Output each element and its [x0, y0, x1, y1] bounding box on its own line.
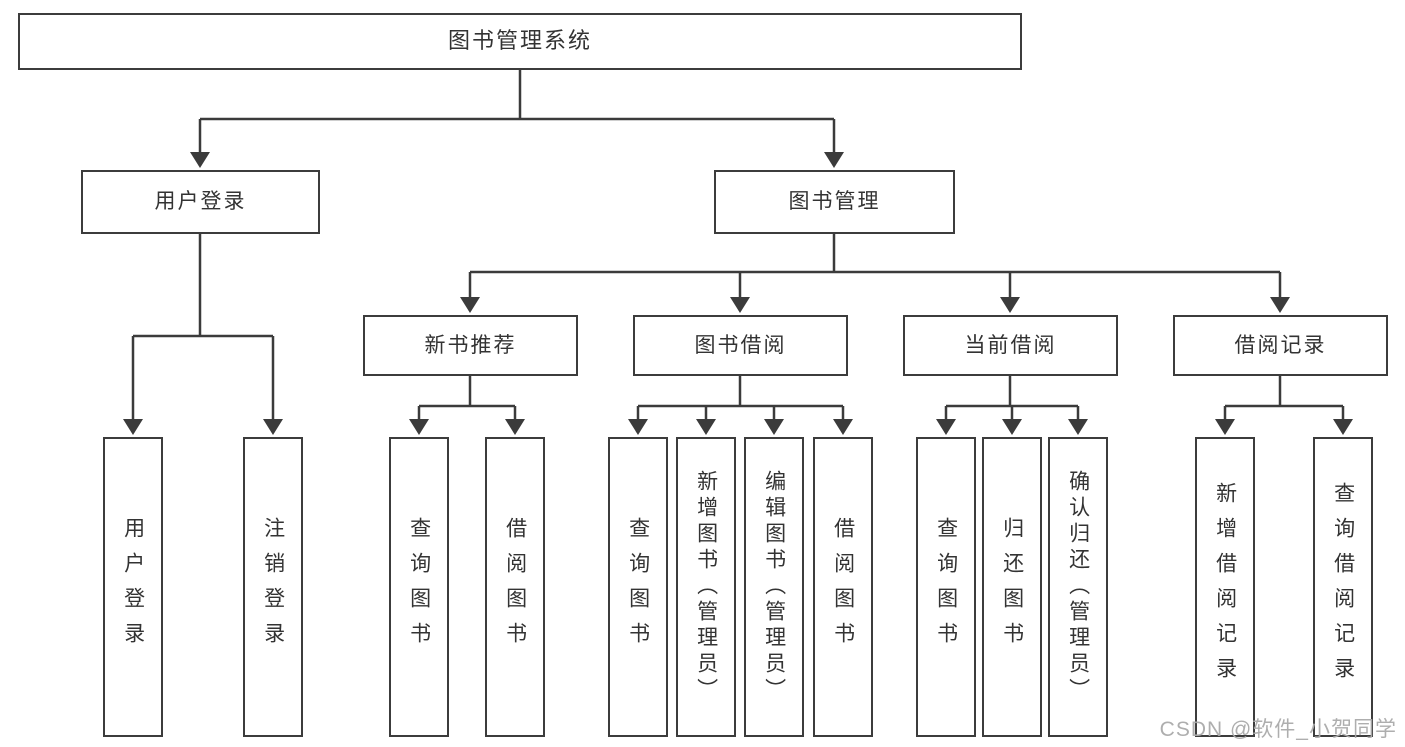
csdn-watermark: CSDN @软件_小贺同学 — [1159, 718, 1397, 741]
leaf-records-add-record: 新增借阅记录 — [1195, 437, 1255, 737]
leaf-current-return-books: 归还图书 — [982, 437, 1042, 737]
leaf-borrow-borrow-books: 借阅图书 — [813, 437, 873, 737]
leaf-current-confirm-return-admin: 确认归还（管理员） — [1048, 437, 1108, 737]
leaf-current-query-books: 查询图书 — [916, 437, 976, 737]
node-book-management: 图书管理 — [714, 170, 955, 234]
node-root-library-system: 图书管理系统 — [18, 13, 1022, 70]
leaf-borrow-query-books: 查询图书 — [608, 437, 668, 737]
leaf-borrow-edit-books-admin: 编辑图书（管理员） — [744, 437, 804, 737]
leaf-recommend-query-books: 查询图书 — [389, 437, 449, 737]
node-new-book-recommend: 新书推荐 — [363, 315, 578, 376]
leaf-user-login: 用户登录 — [103, 437, 163, 737]
node-current-borrow: 当前借阅 — [903, 315, 1118, 376]
node-borrow-records: 借阅记录 — [1173, 315, 1388, 376]
leaf-logout: 注销登录 — [243, 437, 303, 737]
leaf-recommend-borrow-books: 借阅图书 — [485, 437, 545, 737]
leaf-borrow-add-books-admin: 新增图书（管理员） — [676, 437, 736, 737]
node-user-login: 用户登录 — [81, 170, 320, 234]
leaf-records-query-record: 查询借阅记录 — [1313, 437, 1373, 737]
node-book-borrow: 图书借阅 — [633, 315, 848, 376]
